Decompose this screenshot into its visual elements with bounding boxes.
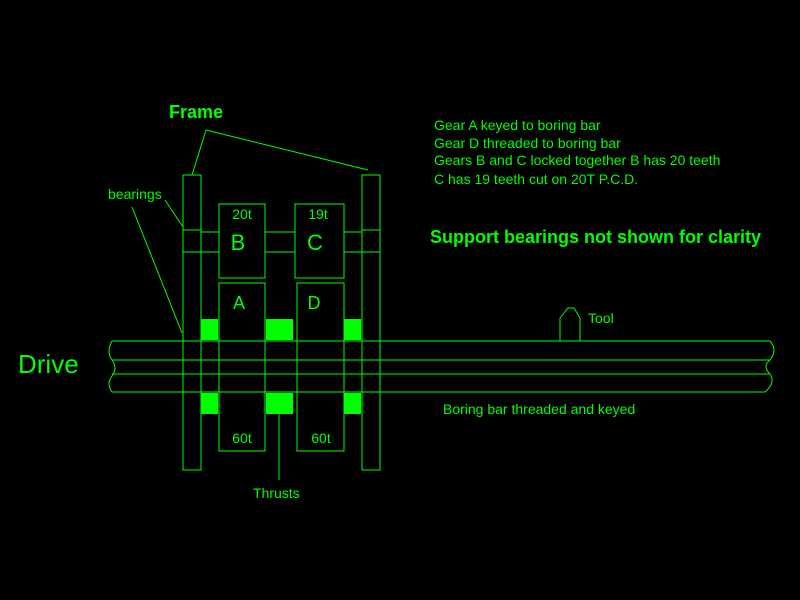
gear-b-label: B <box>231 230 246 255</box>
frame-right <box>361 174 381 471</box>
note-line: Gear D threaded to boring bar <box>434 135 621 151</box>
bearings-label: bearings <box>108 186 162 202</box>
boring-bar-label: Boring bar threaded and keyed <box>443 401 635 417</box>
frame-label: Frame <box>169 102 223 122</box>
gear-c-label: C <box>307 230 323 255</box>
note-line: Gears B and C locked together B has 20 t… <box>434 152 720 168</box>
thrusts-label: Thrusts <box>253 485 300 501</box>
gear-d-label: D <box>308 293 321 313</box>
gear-b: 20t B <box>218 203 266 279</box>
gear-a-label: A <box>233 293 245 313</box>
tool-label: Tool <box>588 310 614 326</box>
gear-d: D 60t <box>296 282 345 452</box>
gear-c-teeth: 19t <box>308 206 328 222</box>
gear-b-teeth: 20t <box>232 206 252 222</box>
tool: Tool <box>559 307 614 341</box>
thrust-blocks <box>201 319 361 414</box>
support-note: Support bearings not shown for clarity <box>430 227 761 247</box>
boring-bar-through-gears <box>183 340 380 393</box>
notes-block: Gear A keyed to boring bar Gear D thread… <box>434 117 720 187</box>
note-line: Gear A keyed to boring bar <box>434 117 601 133</box>
gear-c: 19t C <box>294 203 345 279</box>
leader-lines <box>131 129 369 480</box>
note-line: C has 19 teeth cut on 20T P.C.D. <box>434 171 638 187</box>
gear-a-teeth: 60t <box>232 430 252 446</box>
drive-label: Drive <box>18 349 79 379</box>
gear-d-teeth: 60t <box>311 430 331 446</box>
gear-a: A 60t <box>218 282 266 452</box>
frame-left <box>182 174 202 471</box>
boring-bar <box>108 340 775 393</box>
